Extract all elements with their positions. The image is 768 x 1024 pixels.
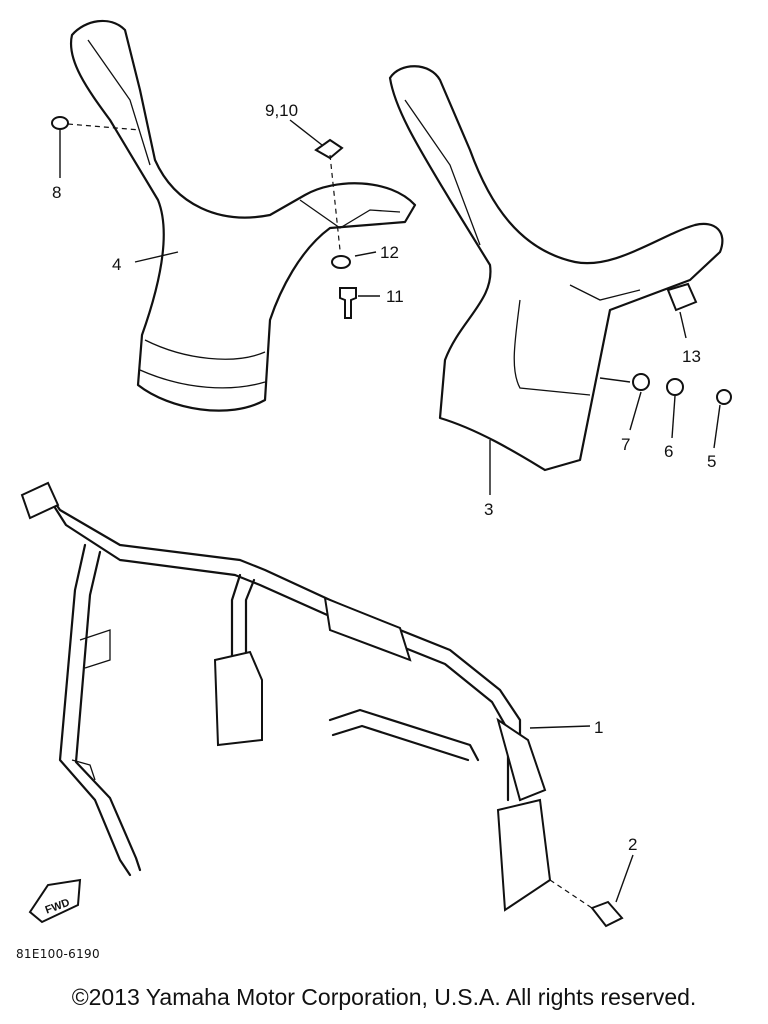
part-2-bolt bbox=[590, 900, 624, 928]
callout-8: 8 bbox=[52, 183, 61, 202]
copyright-notice: ©2013 Yamaha Motor Corporation, U.S.A. A… bbox=[71, 984, 697, 1010]
callout-labels: 1 2 3 4 5 6 7 8 9,10 11 12 13 bbox=[52, 101, 716, 854]
callout-11: 11 bbox=[386, 287, 404, 306]
callout-12: 12 bbox=[380, 243, 399, 262]
part-13-nut bbox=[666, 282, 698, 312]
alignment-lines bbox=[67, 123, 593, 909]
part-1-frame-bracket bbox=[20, 481, 552, 912]
callout-9-10: 9,10 bbox=[265, 101, 298, 120]
callout-2: 2 bbox=[628, 835, 637, 854]
forward-arrow-icon bbox=[28, 878, 82, 924]
fasteners bbox=[51, 116, 732, 928]
callout-13: 13 bbox=[682, 347, 701, 366]
part-7-grommet bbox=[632, 373, 650, 391]
part-12-washer bbox=[331, 255, 351, 269]
leader-lines bbox=[59, 119, 721, 903]
callout-6: 6 bbox=[664, 442, 673, 461]
callout-1: 1 bbox=[594, 718, 603, 737]
part-11-bolt bbox=[339, 287, 357, 319]
part-9-10-clip bbox=[314, 138, 344, 160]
callout-3: 3 bbox=[484, 500, 493, 519]
forward-direction-badge: FWD bbox=[28, 878, 82, 924]
part-3-right-cover bbox=[388, 65, 724, 472]
part-5-screw bbox=[716, 389, 732, 405]
part-6-nut bbox=[666, 378, 684, 396]
callout-5: 5 bbox=[707, 452, 716, 471]
part-4-left-cover bbox=[69, 19, 417, 412]
callout-7: 7 bbox=[621, 435, 630, 454]
part-8-screw bbox=[51, 116, 69, 130]
callout-4: 4 bbox=[112, 255, 121, 274]
diagram-code: 81E100-6190 bbox=[16, 947, 100, 961]
